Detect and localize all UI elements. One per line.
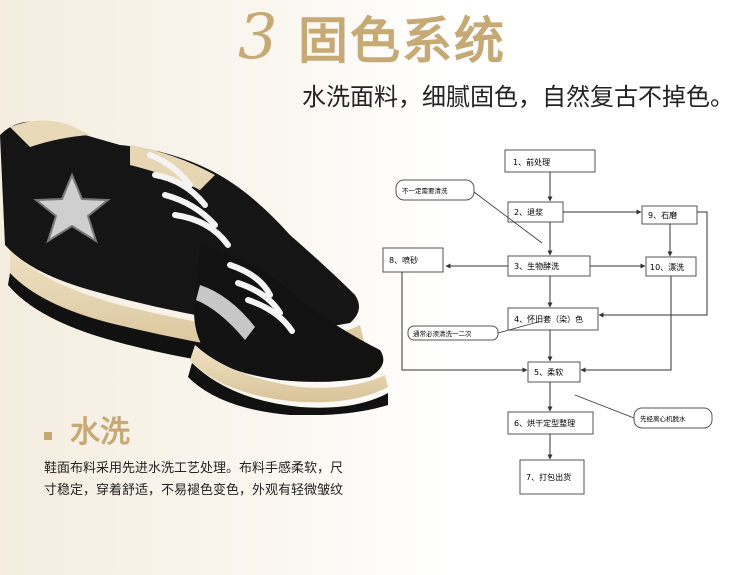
wash-desc-line-1: 鞋面布料采用先进水洗工艺处理。布料手感柔软，尺 [44,461,344,476]
section-number: 3 [238,0,278,73]
node-pretreat-label: 1、前处理 [513,157,550,167]
node-enzyme-label: 3、生物酵洗 [514,261,559,271]
node-spray [382,247,444,273]
wash-description: 鞋面布料采用先进水洗工艺处理。布料手感柔软，尺 寸稳定，穿着舒适，不易褪色变色，… [44,458,394,502]
node-vintage [507,307,599,331]
node-stone-label: 9、石磨 [648,210,677,220]
note-not-required [395,179,475,201]
node-spray-label: 8、喷砂 [389,255,418,265]
node-soften-label: 5、柔软 [534,367,563,377]
node-soften [527,361,581,383]
wash-title: 水洗 [70,415,130,450]
bullet-marker [44,432,52,440]
node-vintage-label: 4、怀旧套（染）色 [514,314,583,324]
note-usually-rinse-label: 通常必须清洗一二次 [413,329,472,338]
wash-process-flowchart: 1、前处理 2、退浆 3、生物酵洗 4、怀旧套（染）色 5、柔软 6、烘干定型整… [382,149,713,495]
node-pack-label: 7、打包出货 [526,472,571,482]
node-desize-label: 2、退浆 [514,207,543,217]
wash-desc-line-2: 寸稳定，穿着舒适，不易褪色变色，外观有轻微皱纹 [44,483,344,498]
section-title: 固色系统 [298,12,506,70]
section-subtitle: 水洗面料，细腻固色，自然复古不掉色。 [302,83,734,111]
note-not-required-label: 不一定需要清洗 [402,186,448,195]
node-pack [519,459,585,495]
node-bleach-label: 10、漂洗 [650,262,684,272]
note-centrifuge-label: 先经离心机脱水 [640,414,686,423]
node-dry-label: 6、烘干定型整理 [514,418,575,428]
sneaker-image [0,120,388,415]
